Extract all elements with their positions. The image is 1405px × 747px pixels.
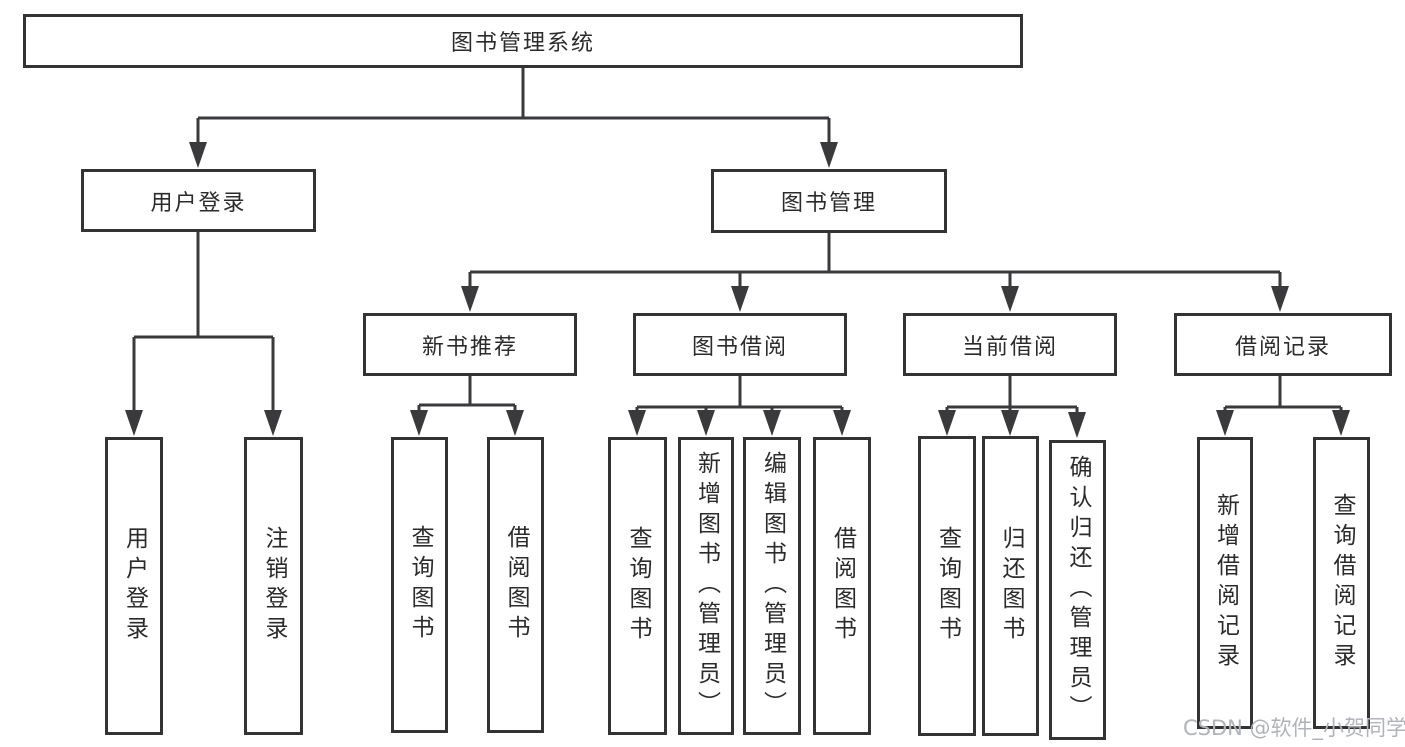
arrow-down-icon [189, 142, 207, 168]
node-label: 图书管理 [780, 191, 877, 216]
arrow-down-icon [1216, 410, 1234, 436]
arrow-down-icon [833, 410, 851, 436]
arrow-down-icon [1068, 412, 1086, 438]
arrow-down-icon [1001, 286, 1019, 312]
node-library-management-system: 图书管理系统 [23, 14, 1023, 68]
arrow-down-icon [461, 286, 479, 312]
node-label: 编辑图书（管理员） [759, 451, 786, 721]
arrow-down-icon [820, 142, 838, 168]
node-label: 借阅图书 [503, 525, 529, 645]
node-label: 确认归还（管理员） [1065, 455, 1091, 725]
leaf-borrow-query-book: 查询图书 [608, 437, 667, 735]
connector-root-to-level2 [196, 68, 831, 144]
node-label: 查询图书 [407, 525, 433, 645]
leaf-current-query-book: 查询图书 [918, 436, 976, 736]
leaf-query-borrow-record: 查询借阅记录 [1313, 437, 1370, 729]
leaf-add-book-admin: 新增图书（管理员） [678, 437, 734, 735]
node-user-login: 用户登录 [81, 169, 316, 232]
arrow-down-icon [731, 286, 749, 312]
node-label: 查询借阅记录 [1329, 493, 1355, 673]
node-label: 新增图书（管理员） [693, 451, 720, 721]
node-book-management: 图书管理 [711, 169, 947, 233]
connector-user-login-children [132, 232, 275, 412]
arrow-down-icon [763, 410, 781, 436]
node-label: 借阅记录 [1234, 334, 1331, 360]
arrow-down-icon [410, 410, 428, 436]
node-label: 用户登录 [150, 190, 247, 216]
node-label: 图书管理系统 [450, 31, 595, 56]
node-label: 新增借阅记录 [1212, 493, 1239, 673]
node-book-borrow: 图书借阅 [633, 313, 847, 376]
leaf-newbook-borrow-book: 借阅图书 [487, 437, 544, 733]
arrow-down-icon [697, 410, 715, 436]
leaf-logout-login: 注销登录 [244, 437, 303, 735]
node-label: 当前借阅 [961, 334, 1058, 360]
connector-current-borrow-children [945, 376, 1079, 412]
leaf-add-borrow-record: 新增借阅记录 [1197, 437, 1253, 729]
leaf-edit-book-admin: 编辑图书（管理员） [743, 437, 801, 735]
node-label: 注销登录 [261, 526, 287, 646]
node-label: 用户登录 [121, 526, 148, 646]
leaf-user-login: 用户登录 [105, 437, 163, 735]
connector-borrow-record-children [1223, 376, 1343, 412]
arrow-down-icon [1001, 410, 1019, 436]
arrow-down-icon [1332, 410, 1350, 436]
watermark: CSDN @软件_小贺同学 [1183, 716, 1405, 740]
connector-new-book-children [417, 376, 517, 412]
leaf-newbook-query-book: 查询图书 [391, 437, 448, 733]
arrow-down-icon [628, 410, 646, 436]
node-label: 查询图书 [625, 526, 651, 646]
node-current-borrow: 当前借阅 [903, 313, 1117, 376]
leaf-return-book: 归还图书 [982, 436, 1039, 736]
arrow-down-icon [1271, 286, 1289, 312]
leaf-borrow-borrow-book: 借阅图书 [813, 437, 871, 735]
node-borrow-record: 借阅记录 [1174, 313, 1392, 376]
node-new-book-recommend: 新书推荐 [363, 313, 577, 376]
node-label: 新书推荐 [421, 334, 518, 360]
leaf-confirm-return-admin: 确认归还（管理员） [1049, 440, 1106, 740]
node-label: 借阅图书 [829, 526, 856, 646]
node-label: 图书借阅 [691, 334, 788, 360]
arrow-down-icon [506, 410, 524, 436]
arrow-down-icon [264, 410, 282, 436]
connector-book-management-to-level3 [468, 232, 1282, 288]
node-label: 查询图书 [934, 526, 961, 646]
node-label: 归还图书 [998, 526, 1024, 646]
connector-book-borrow-children [635, 376, 844, 412]
arrow-down-icon [938, 410, 956, 436]
arrow-down-icon [125, 410, 143, 436]
